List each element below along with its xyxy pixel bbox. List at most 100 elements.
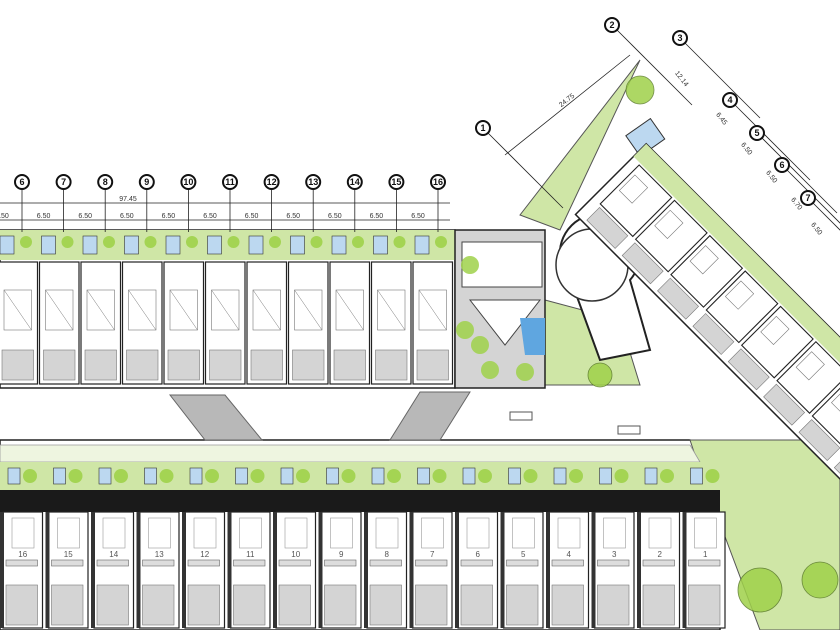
tree bbox=[569, 469, 583, 483]
tree bbox=[227, 236, 240, 248]
unit-room bbox=[211, 289, 240, 331]
grid-label: 5 bbox=[754, 128, 759, 138]
grid-label: 8 bbox=[103, 177, 108, 187]
unit-pool bbox=[690, 467, 703, 485]
unit-bench bbox=[415, 559, 448, 567]
sidewalk-strip bbox=[0, 444, 701, 463]
unit-number: 1 bbox=[703, 550, 708, 559]
grid-bubble bbox=[97, 174, 114, 190]
diagonal-dimension: 6.50 bbox=[764, 170, 778, 185]
overall-dimension: 97.45 bbox=[119, 196, 137, 203]
unit-carport bbox=[233, 584, 266, 626]
unit-room-cross bbox=[252, 289, 281, 331]
unit-pool bbox=[189, 467, 203, 485]
grid-bubble bbox=[774, 157, 790, 173]
unit-room bbox=[239, 517, 262, 549]
tree bbox=[103, 236, 115, 248]
grid-label: 12 bbox=[267, 177, 277, 187]
unit-room bbox=[169, 289, 198, 331]
unit-pool bbox=[331, 235, 347, 255]
unit-room-cross bbox=[377, 289, 406, 331]
grid-line bbox=[781, 164, 840, 224]
bay-dimension: 6.50 bbox=[411, 213, 425, 220]
unit-carport bbox=[597, 584, 630, 626]
unit-room bbox=[689, 245, 719, 275]
unit-pool bbox=[326, 467, 339, 485]
top-row-units bbox=[0, 230, 455, 385]
grid-bubble bbox=[222, 174, 238, 190]
tree bbox=[23, 469, 37, 483]
unit-bench bbox=[369, 559, 402, 567]
party-wall bbox=[546, 512, 550, 628]
unit-pool bbox=[165, 235, 181, 255]
unit-pool bbox=[248, 235, 264, 255]
party-wall bbox=[91, 512, 95, 628]
water-feature bbox=[520, 318, 545, 355]
unit-carport bbox=[415, 584, 448, 626]
unit-carport bbox=[642, 584, 675, 626]
tree bbox=[456, 321, 474, 339]
tree bbox=[737, 567, 783, 613]
unit-pool bbox=[41, 235, 56, 255]
unit-number: 2 bbox=[658, 550, 663, 559]
tree bbox=[393, 236, 406, 248]
unit-room-cross bbox=[3, 289, 32, 331]
diagonal-dimension: 6.50 bbox=[809, 222, 823, 237]
unit-pool bbox=[98, 467, 112, 485]
unit-pool bbox=[371, 467, 385, 485]
unit-number: 8 bbox=[385, 550, 390, 559]
unit-room-cross bbox=[128, 289, 157, 331]
tree bbox=[61, 236, 74, 248]
unit-number: 9 bbox=[339, 550, 344, 559]
unit-pool bbox=[53, 467, 66, 485]
unit-number: 12 bbox=[200, 550, 209, 559]
unit-bench bbox=[506, 559, 539, 567]
unit-carport bbox=[324, 584, 357, 626]
unit-pool bbox=[235, 467, 248, 485]
unit-bench bbox=[278, 559, 311, 567]
grid-line bbox=[729, 99, 811, 181]
bay-dimension: 6.50 bbox=[78, 213, 92, 220]
house-unit bbox=[705, 270, 779, 344]
grid-label: 10 bbox=[183, 177, 193, 187]
unit-room bbox=[377, 289, 406, 331]
unit-carport bbox=[292, 349, 325, 381]
unit-pool bbox=[417, 467, 430, 485]
grid-label: 1 bbox=[480, 123, 485, 133]
unit-carport bbox=[96, 584, 129, 626]
unit-carport bbox=[369, 584, 402, 626]
tree bbox=[471, 336, 489, 354]
unit-room-cross bbox=[335, 289, 364, 331]
unit-room bbox=[618, 174, 649, 204]
tree bbox=[614, 469, 629, 483]
bay-dimension: 6.50 bbox=[0, 213, 9, 220]
grid-bubble bbox=[14, 174, 30, 190]
bay-dimension: 6.50 bbox=[286, 213, 300, 220]
unit-room-cross bbox=[211, 289, 240, 331]
tree bbox=[159, 469, 174, 483]
unit-number: 13 bbox=[155, 550, 164, 559]
tree bbox=[801, 561, 839, 599]
unit-pool bbox=[0, 235, 15, 255]
diagonal-block bbox=[574, 142, 840, 541]
unit-bench bbox=[324, 559, 357, 567]
unit-carport bbox=[621, 242, 664, 285]
unit-room-cross bbox=[294, 289, 323, 331]
unit-room-cross bbox=[418, 289, 447, 331]
unit-number: 3 bbox=[612, 550, 617, 559]
unit-room bbox=[694, 517, 717, 549]
party-wall bbox=[318, 512, 323, 628]
unit-carport bbox=[692, 313, 735, 355]
grid-bubble bbox=[800, 190, 816, 206]
unit-carport bbox=[187, 584, 220, 626]
tree bbox=[68, 469, 83, 483]
grid-label: 7 bbox=[805, 193, 810, 203]
bay-dimension: 6.50 bbox=[120, 213, 134, 220]
unit-carport bbox=[416, 349, 449, 381]
bay-dimension: 6.50 bbox=[203, 213, 217, 220]
unit-room bbox=[148, 517, 171, 549]
grid-line bbox=[679, 37, 761, 119]
bay-dimension: 6.50 bbox=[245, 213, 259, 220]
